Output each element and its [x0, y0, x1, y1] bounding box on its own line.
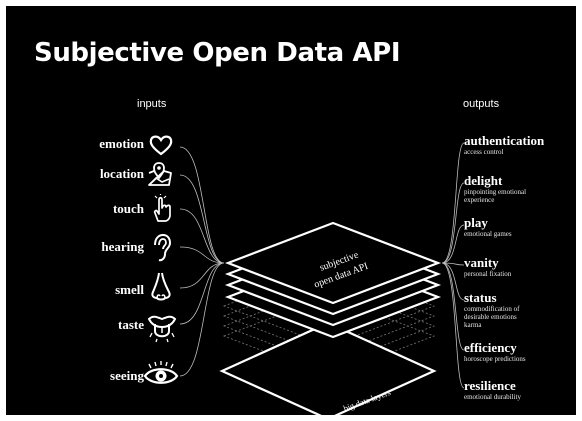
output-desc: emotional durability: [464, 393, 521, 401]
input-connectors: [179, 146, 225, 377]
output-delight: delight pinpointing emotional experience: [464, 173, 527, 205]
output-vanity: vanity personal fixation: [464, 255, 512, 279]
output-desc: access control: [464, 148, 504, 156]
slide: Subjective Open Data API inputs outputs …: [6, 6, 576, 415]
input-connector: [179, 174, 225, 264]
output-desc: commodification of: [464, 305, 520, 313]
input-connector: [179, 262, 225, 325]
nose-icon: [151, 272, 171, 301]
eye-icon: [143, 361, 179, 384]
pointing-hand-icon: [153, 194, 171, 222]
output-connector: [441, 262, 465, 266]
output-name: status: [464, 290, 497, 305]
output-connector: [441, 224, 465, 264]
output-name: vanity: [464, 255, 499, 270]
input-label-hearing: hearing: [101, 239, 144, 254]
output-desc: pinpointing emotional: [464, 188, 527, 196]
output-desc: emotional games: [464, 230, 512, 238]
tongue-icon: [147, 315, 177, 343]
hidden-layer: [222, 285, 436, 367]
inputs-heading: inputs: [137, 98, 167, 110]
hidden-layer: [222, 275, 436, 357]
hidden-layer: [222, 265, 436, 347]
output-name: authentication: [464, 133, 545, 148]
outputs-heading: outputs: [463, 98, 500, 110]
big-data-layer: [219, 321, 437, 415]
input-label-emotion: emotion: [99, 136, 144, 151]
output-desc: karma: [464, 321, 482, 329]
output-desc: personal fixation: [464, 270, 512, 278]
output-connectors: [441, 142, 465, 389]
input-label-taste: taste: [118, 317, 144, 332]
output-name: play: [464, 215, 488, 230]
heart-icon: [149, 135, 173, 156]
api-layer: [224, 221, 442, 305]
slide-title: Subjective Open Data API: [34, 38, 401, 68]
output-play: play emotional games: [464, 215, 512, 239]
input-label-seeing: seeing: [110, 368, 144, 383]
layer-diagram: subjective open data API big data layers: [179, 142, 465, 415]
input-label-location: location: [99, 166, 144, 181]
input-connector: [179, 146, 225, 264]
input-connector: [179, 208, 225, 264]
output-name: resilience: [464, 378, 516, 393]
output-connector: [441, 262, 465, 351]
output-efficiency: efficiency horoscope predictions: [464, 340, 526, 364]
output-authentication: authentication access control: [464, 133, 545, 157]
output-desc: desirable emotions: [464, 313, 517, 321]
output-desc: experience: [464, 196, 495, 204]
api-layers: [224, 221, 442, 339]
output-desc: horoscope predictions: [464, 355, 526, 363]
input-connector: [179, 246, 225, 264]
output-connector: [441, 142, 465, 264]
input-connector: [179, 262, 225, 377]
output-connector: [441, 262, 465, 389]
output-name: delight: [464, 173, 503, 188]
hidden-layer: [222, 295, 436, 377]
output-resilience: resilience emotional durability: [464, 378, 521, 402]
output-connector: [441, 262, 465, 301]
input-connector: [179, 262, 225, 289]
ear-icon: [154, 233, 172, 262]
input-label-touch: touch: [112, 201, 144, 216]
output-connector: [441, 182, 465, 264]
map-pin-icon: [148, 162, 172, 186]
input-label-smell: smell: [115, 282, 144, 297]
hidden-data-layers: [222, 265, 436, 377]
output-name: efficiency: [464, 340, 517, 355]
output-status: status commodification of desirable emot…: [464, 290, 520, 330]
